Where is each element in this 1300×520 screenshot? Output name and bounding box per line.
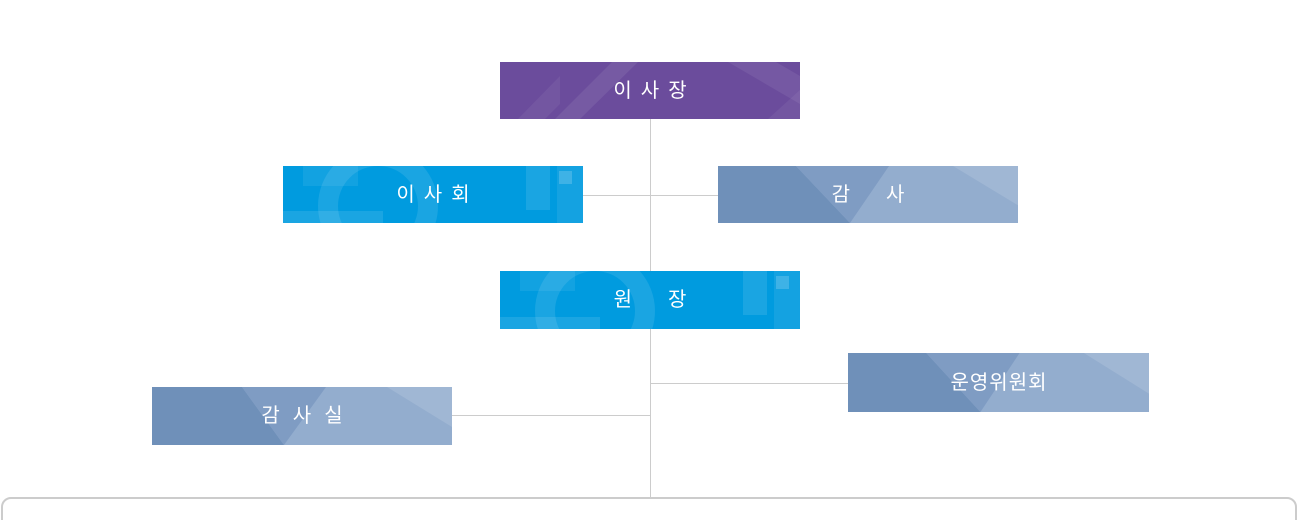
node-president-label: 원장 — [613, 289, 723, 311]
connector-to-audit-office — [452, 415, 650, 416]
node-steering-committee: 운영위원회 — [848, 353, 1149, 412]
node-audit-office: 감사실 — [152, 387, 452, 445]
purple-watermark-pattern-icon — [518, 62, 800, 119]
slate-watermark-pattern-icon — [718, 166, 1018, 223]
node-board: 이사회 — [283, 166, 583, 223]
node-audit-office-label: 감사실 — [261, 405, 356, 427]
node-steering-committee-label: 운영위원회 — [950, 371, 1048, 394]
slate-watermark-pattern-icon — [152, 387, 452, 445]
footer-panel — [1, 497, 1297, 520]
node-chairman: 이사장 — [500, 62, 800, 119]
connector-board-to-auditor — [583, 195, 718, 196]
node-president: 원장 — [500, 271, 800, 329]
blue-watermark-pattern-icon — [283, 166, 583, 223]
node-auditor-label: 감사 — [831, 183, 941, 206]
slate-watermark-pattern-icon — [848, 353, 1149, 412]
connector-president-down — [650, 329, 651, 497]
blue-watermark-pattern-icon — [500, 271, 800, 329]
node-auditor: 감사 — [718, 166, 1018, 223]
connector-to-steering-committee — [650, 383, 848, 384]
node-chairman-label: 이사장 — [613, 79, 696, 102]
node-board-label: 이사회 — [396, 183, 479, 206]
